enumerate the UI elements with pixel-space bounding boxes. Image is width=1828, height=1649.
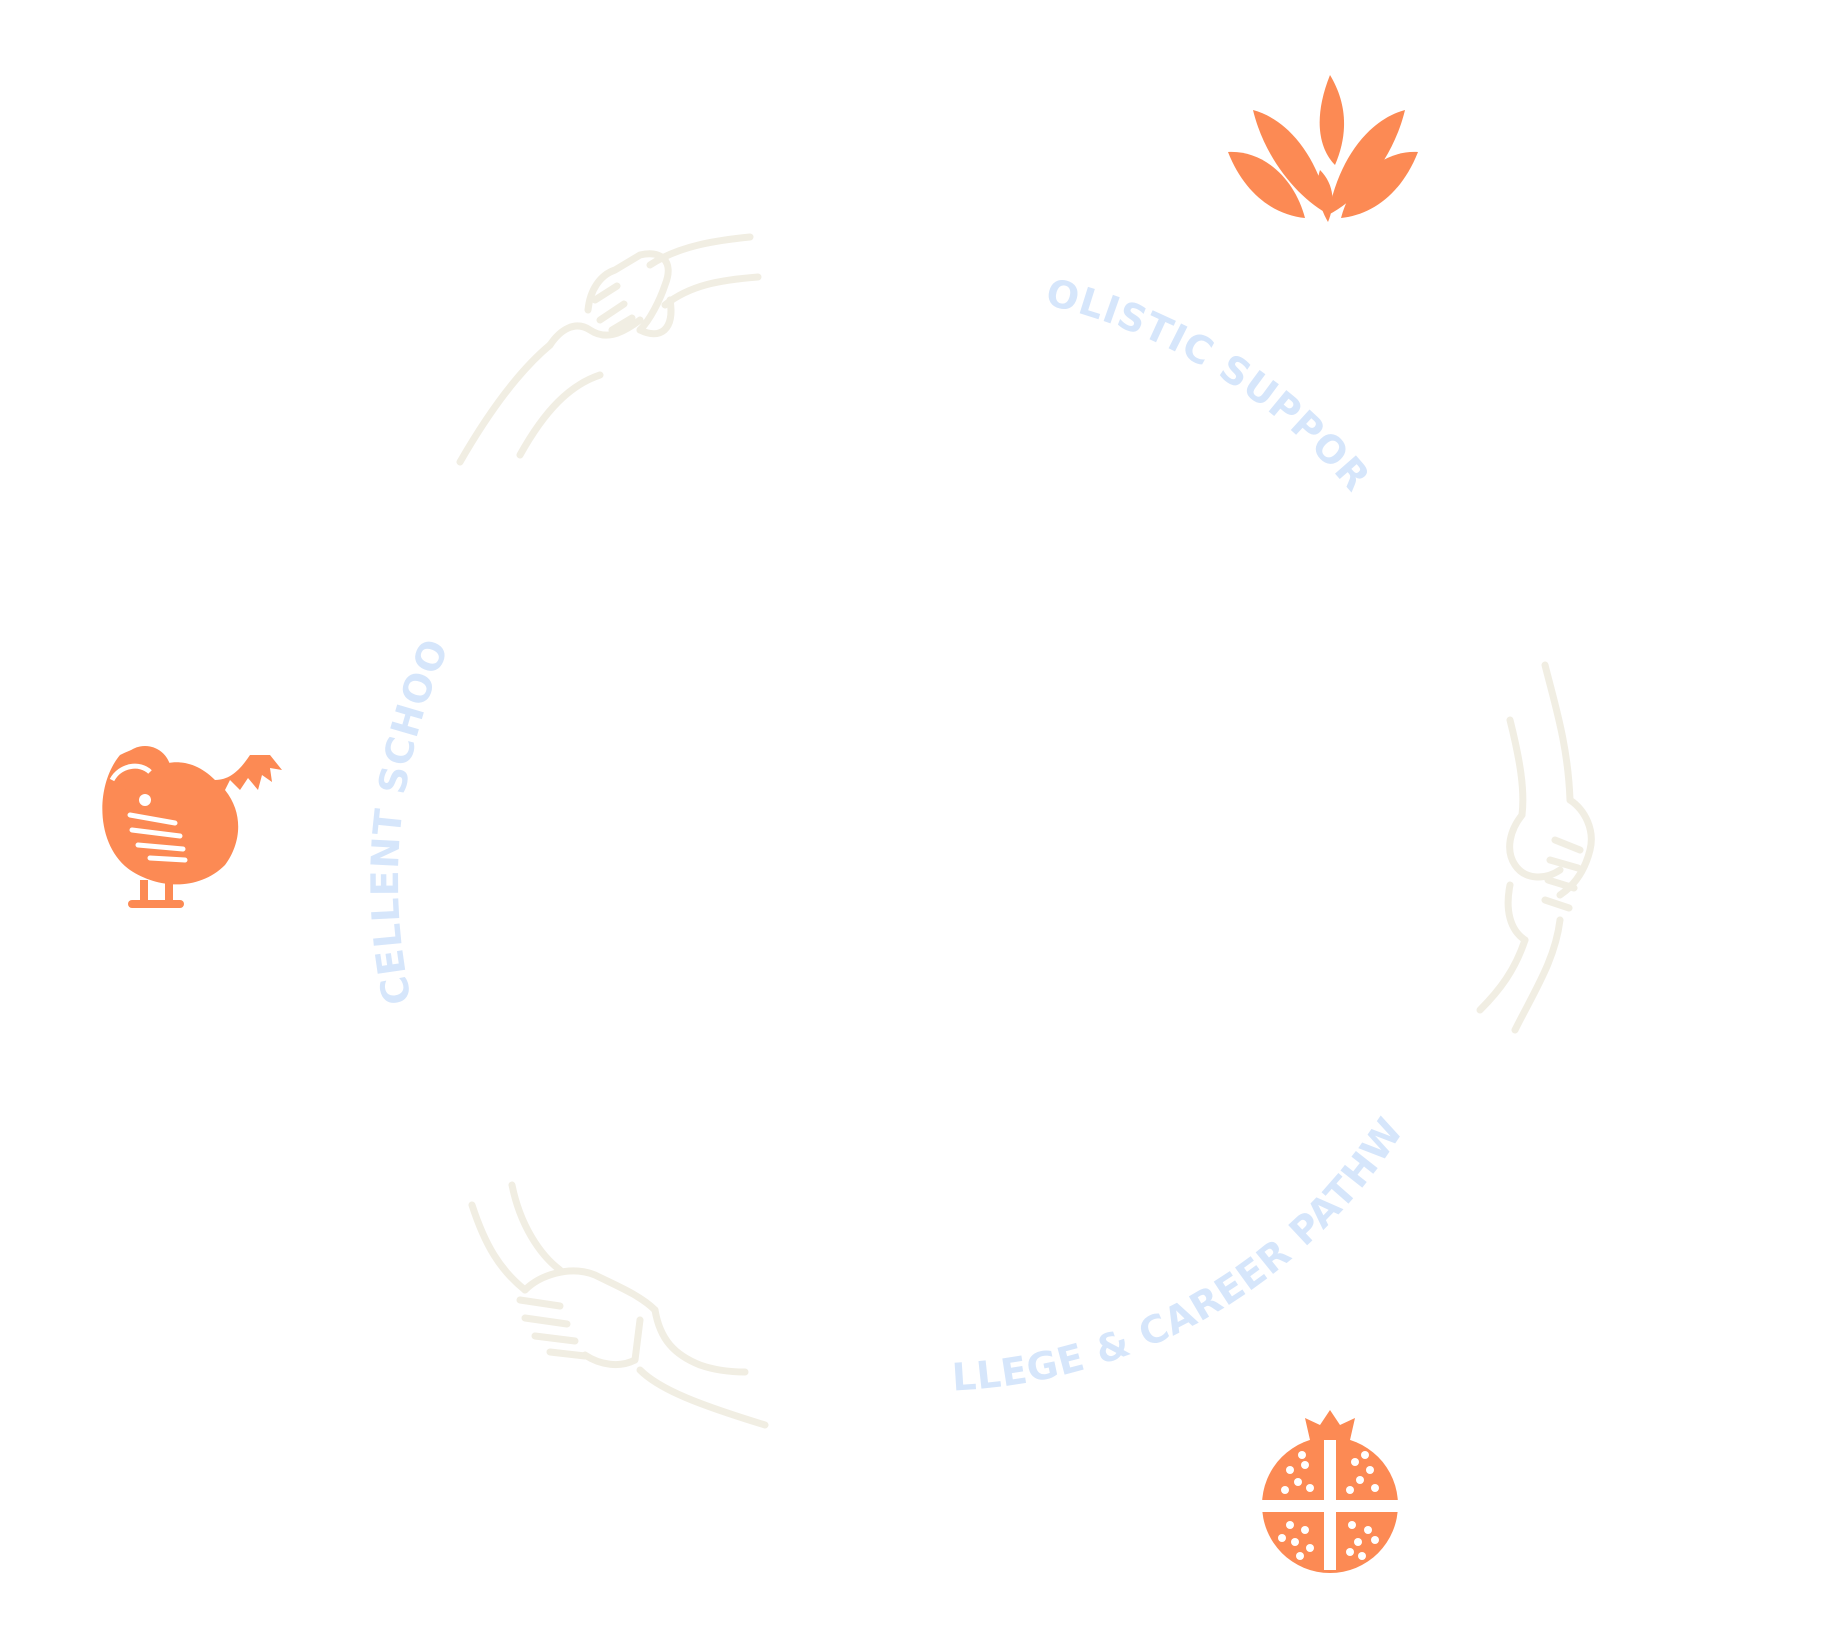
- pomegranate-icon: [1262, 1410, 1398, 1573]
- clasped-hands-icon: [1476, 661, 1595, 1034]
- sankofa-bird-icon: [102, 746, 282, 908]
- clasped-hands-icon: [468, 1181, 769, 1429]
- lotus-flower-icon: [1228, 75, 1418, 222]
- clasped-hands-icon: [456, 233, 762, 466]
- pillar-label-college-career-pathways: COLLEGE & CAREER PATHWAYS: [0, 0, 1410, 1400]
